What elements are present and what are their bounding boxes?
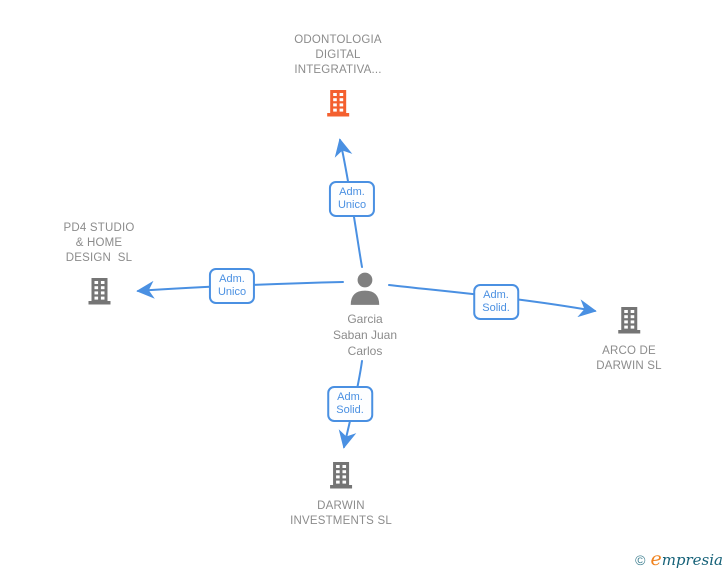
person-node-garcia-saban[interactable]: Garcia Saban Juan Carlos <box>333 270 397 359</box>
relation-label-adm-unico-left: Adm. Unico <box>208 268 256 304</box>
company-name-line: DIGITAL <box>315 49 361 61</box>
company-node-darwin[interactable]: DARWIN INVESTMENTS SL <box>290 459 392 529</box>
copyright-icon: © <box>635 552 646 568</box>
company-name-line: ODONTOLOGIA <box>294 34 382 46</box>
company-name-line: INTEGRATIVA... <box>294 64 382 76</box>
company-name-line: INVESTMENTS SL <box>290 515 392 527</box>
building-icon <box>87 278 110 305</box>
relation-label-line: Unico <box>217 286 247 298</box>
person-name-line: Saban Juan <box>332 328 398 342</box>
empresia-logo-initial: e <box>650 548 662 570</box>
person-icon <box>350 272 380 305</box>
relation-label-adm-unico-top: Adm. Unico <box>328 181 376 217</box>
empresia-logo[interactable]: © e mpresia <box>635 548 723 570</box>
empresia-logo-text: mpresia <box>661 551 723 569</box>
person-name: Garcia Saban Juan Carlos <box>333 311 397 359</box>
person-name-line: Carlos <box>347 344 383 358</box>
building-icon <box>327 90 349 117</box>
relation-label-line: Solid. <box>482 302 510 314</box>
relation-label-adm-solid-right: Adm. Solid. <box>473 284 519 320</box>
company-node-arco[interactable]: ARCO DE DARWIN SL <box>596 304 662 374</box>
company-name-line: & HOME <box>75 237 123 249</box>
company-name-line: DARWIN <box>317 500 365 512</box>
company-name-line: ARCO DE <box>602 345 656 357</box>
company-name: PD4 STUDIO & HOME DESIGN SL <box>63 221 134 266</box>
relation-label-line: Unico <box>337 199 367 211</box>
company-name: ARCO DE DARWIN SL <box>596 344 662 374</box>
company-node-odontologia[interactable]: ODONTOLOGIA DIGITAL INTEGRATIVA... <box>294 33 382 119</box>
company-name-line: DARWIN SL <box>596 360 662 372</box>
building-icon <box>329 462 352 489</box>
company-name: ODONTOLOGIA DIGITAL INTEGRATIVA... <box>294 33 382 78</box>
company-name: DARWIN INVESTMENTS SL <box>290 499 392 529</box>
relation-label-line: Adm. <box>483 289 509 301</box>
relation-label-line: Solid. <box>336 404 364 416</box>
relation-label-line: Adm. <box>337 391 363 403</box>
company-node-pd4[interactable]: PD4 STUDIO & HOME DESIGN SL <box>63 221 134 307</box>
building-icon <box>618 307 640 334</box>
relation-label-adm-solid-bottom: Adm. Solid. <box>327 386 373 422</box>
company-name-line: DESIGN SL <box>65 252 133 264</box>
person-name-line: Garcia <box>347 312 383 326</box>
relation-label-line: Adm. <box>219 273 245 285</box>
relation-label-line: Adm. <box>339 186 365 198</box>
company-name-line: PD4 STUDIO <box>63 222 135 234</box>
